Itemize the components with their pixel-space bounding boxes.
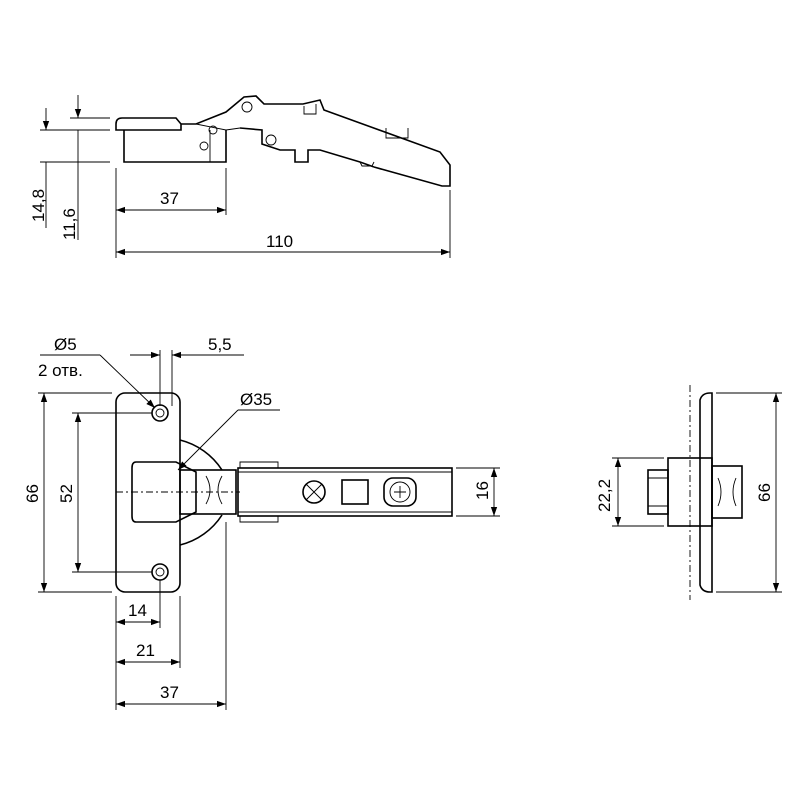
dim-plate-width: 21 xyxy=(136,641,155,660)
dim-arm-width: 16 xyxy=(473,481,492,500)
dim-hole-edge-distance: 14 xyxy=(128,601,147,620)
dim-base-height: 11,6 xyxy=(60,208,79,240)
front-view-hinge-outline xyxy=(115,392,453,593)
dim-hole-diameter: Ø5 xyxy=(54,335,77,354)
dim-cup-diameter: Ø35 xyxy=(240,390,272,409)
side-view: 14,8 11,6 37 110 xyxy=(29,95,451,258)
side-view-dimension-lines xyxy=(40,95,451,258)
dim-end-plate-height: 66 xyxy=(755,483,774,502)
dim-overall-height: 14,8 xyxy=(29,189,48,222)
dim-body-height: 22,2 xyxy=(595,479,614,512)
front-view: Ø5 2 отв. 5,5 Ø35 66 52 16 14 21 37 xyxy=(23,335,500,710)
end-view-hinge-outline xyxy=(647,385,743,600)
dim-plate-height: 66 xyxy=(23,484,42,503)
dim-overall-length: 110 xyxy=(266,232,293,251)
dim-cup-center-offset: 37 xyxy=(160,683,179,702)
side-view-hinge-outline xyxy=(115,95,451,187)
dim-hole-count-note: 2 отв. xyxy=(38,361,83,380)
dim-hole-spacing: 52 xyxy=(57,484,76,503)
end-view: 22,2 66 xyxy=(595,385,782,600)
end-view-dimension-lines xyxy=(612,392,782,593)
front-view-dimension-lines xyxy=(38,350,500,710)
dim-edge-offset: 5,5 xyxy=(208,335,232,354)
dim-cup-offset: 37 xyxy=(160,189,179,208)
